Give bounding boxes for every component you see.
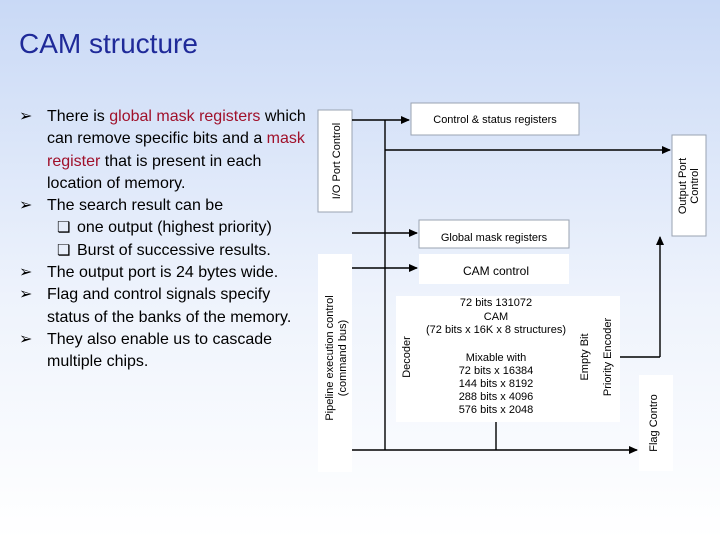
cam-control-label: CAM control — [463, 264, 529, 278]
arrow-bullet-icon: ➢ — [19, 108, 33, 125]
decoder-label: Decoder — [401, 336, 413, 378]
command-bus-label: (command bus) — [337, 320, 349, 396]
mixable-label: Mixable with — [466, 352, 527, 364]
arrow-bullet-icon: ➢ — [19, 264, 33, 282]
flag-control-box — [639, 375, 673, 471]
global-mask-label: Global mask registers — [441, 232, 548, 244]
box-bullet-icon: ❏ — [57, 241, 71, 259]
output-port-control-box — [671, 134, 707, 237]
empty-bit-label: Empty Bit — [579, 333, 591, 380]
cam-structure-label: (72 bits x 16K x 8 structures) — [426, 324, 566, 336]
bullet-text: that is present in each location of memo… — [47, 152, 262, 192]
bullet-item: ➢ The search result can be — [19, 195, 309, 217]
bullet-item: ➢ They also enable us to cascade multipl… — [19, 329, 309, 374]
sub-bullet-item: ❏ Burst of successive results. — [19, 240, 309, 262]
bullet-text: The output port is 24 bytes wide. — [47, 264, 279, 282]
cam-control-box — [419, 254, 569, 284]
pipeline-label: Pipeline execution control — [324, 295, 336, 420]
highlight-text: mask register — [47, 130, 305, 170]
slide-title: CAM structure — [19, 28, 198, 59]
highlight-text: global mask registers — [109, 108, 261, 125]
sub-bullet-text: one output (highest priority) — [77, 219, 272, 237]
output-port-control-label: Control — [689, 168, 701, 203]
mix-72-label: 72 bits x 16384 — [459, 365, 534, 377]
io-port-control-label: I/O Port Control — [331, 123, 343, 199]
mix-576-label: 576 bits x 2048 — [459, 404, 534, 416]
bullet-text: which can remove specific bits and a — [47, 108, 306, 148]
priority-encoder-label: Priority Encoder — [602, 318, 614, 397]
mix-288-label: 288 bits x 4096 — [459, 391, 534, 403]
bullet-item: ➢ The output port is 24 bytes wide. — [19, 262, 309, 284]
bullet-text: Flag and control signals specify status … — [47, 286, 292, 326]
bullet-item: ➢ Flag and control signals specify statu… — [19, 284, 309, 329]
global-mask-box — [418, 219, 570, 249]
arrow-bullet-icon: ➢ — [19, 197, 33, 215]
bullet-text: There is — [47, 108, 110, 125]
mix-144-label: 144 bits x 8192 — [459, 378, 534, 390]
cam-size-label: 72 bits 131072 — [460, 297, 532, 309]
arrow-bullet-icon: ➢ — [19, 330, 33, 348]
cam-main-box — [396, 296, 620, 422]
sub-bullet-item: ❏ one output (highest priority) — [19, 217, 309, 239]
pipeline-box — [318, 254, 352, 472]
bullet-text: They also enable us to cascade multiple … — [47, 330, 273, 371]
sub-bullet-text: Burst of successive results. — [77, 241, 271, 259]
io-port-control-box — [317, 109, 353, 213]
bullet-list: ➢ There is global mask registers which c… — [19, 106, 309, 374]
control-status-label: Control & status registers — [433, 114, 557, 126]
flag-control-label: Flag Contro — [648, 394, 660, 451]
output-port-label: Output Port — [677, 158, 689, 214]
bullet-item: ➢ There is global mask registers which c… — [19, 106, 309, 195]
box-bullet-icon: ❏ — [57, 219, 71, 237]
arrow-bullet-icon: ➢ — [19, 286, 33, 304]
cam-label: CAM — [484, 311, 508, 323]
control-status-box — [410, 102, 580, 136]
bullet-text: The search result can be — [47, 197, 224, 215]
